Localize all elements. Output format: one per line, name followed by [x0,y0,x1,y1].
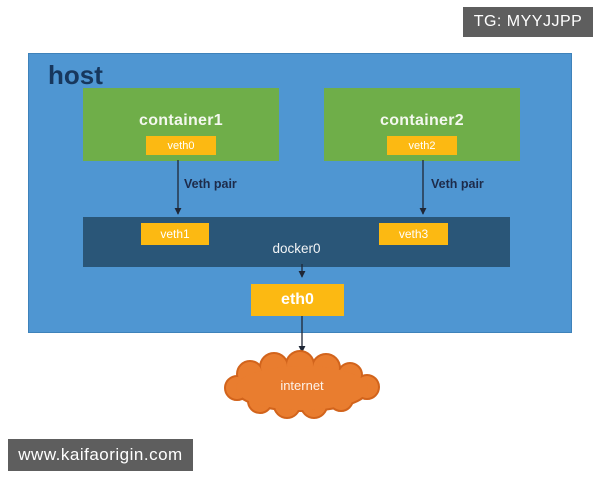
docker0-bridge-bar: veth1 docker0 veth3 [83,217,510,267]
container1-box: container1 veth0 [83,88,279,161]
host-label: host [48,60,103,90]
telegram-watermark-badge: TG: MYYJJPP [463,7,593,37]
veth3-interface: veth3 [379,223,448,245]
internet-label: internet [280,378,324,393]
container2-box: container2 veth2 [324,88,520,161]
container1-label: container1 [139,112,223,129]
veth2-interface: veth2 [387,136,457,155]
veth-pair-label-1: Veth pair [184,177,237,191]
host-box: host container1 veth0 container2 veth2 V… [28,53,572,333]
veth-pair-label-2: Veth pair [431,177,484,191]
docker0-label: docker0 [272,241,321,256]
website-watermark-badge: www.kaifaorigin.com [8,439,193,471]
container2-label: container2 [380,112,464,129]
veth0-interface: veth0 [146,136,216,155]
eth0-interface: eth0 [251,284,344,316]
veth1-interface: veth1 [141,223,209,245]
